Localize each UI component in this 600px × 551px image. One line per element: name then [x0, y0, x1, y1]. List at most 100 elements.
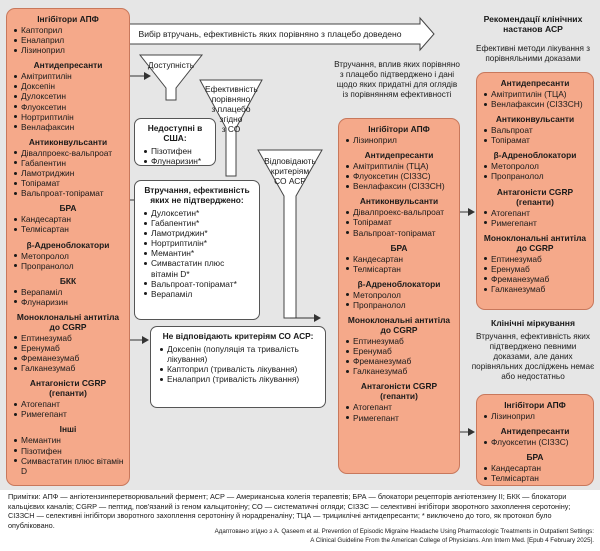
- clinical-title: Клінічні міркування: [490, 318, 576, 328]
- list-item: Еналаприл (тривалість лікування): [157, 374, 319, 384]
- group-title: БРА: [526, 452, 544, 463]
- list-item: Дівалпроекс-вальпроат: [11, 148, 125, 158]
- list-item: Венлафаксин (СІЗЗСН): [343, 181, 455, 191]
- list-item-text: Галканезумаб: [353, 366, 408, 377]
- list-item-text: Топірамат: [353, 217, 392, 228]
- list-item: Габапентин: [11, 158, 125, 168]
- group-title: Інгібітори АПФ: [37, 14, 99, 24]
- list-item: Метопролол: [343, 290, 455, 300]
- list-item: Атогепант: [11, 399, 125, 409]
- list-item-text: Дівалпроекс-вальпроат: [353, 207, 445, 218]
- not-effective-list: Дулоксетин*Габапентин*Ламотриджин*Нортри…: [141, 208, 253, 299]
- list-item-text: Нортриптилін*: [151, 238, 208, 249]
- group-title: Інгібітори АПФ: [504, 400, 566, 410]
- list-item-text: Лізиноприл: [21, 45, 65, 56]
- list-item: Топірамат: [481, 135, 589, 145]
- funnel-label-line: згідно: [219, 114, 243, 124]
- list-item: Римегепант: [343, 413, 455, 423]
- list-item-text: Доксепін (популяція та тривалість лікува…: [167, 344, 299, 365]
- group-list: Флуоксетин (СІЗЗС): [481, 437, 589, 447]
- list-item-text: Римегепант: [491, 217, 537, 228]
- list-item-text: Фреманезумаб: [21, 353, 80, 364]
- list-item: Пізотифен: [141, 146, 209, 156]
- group-title: БРА: [59, 203, 77, 214]
- group-title: Антагоністи CGRP (гепанти): [360, 381, 438, 402]
- funnel-label-line: Ефективність: [205, 84, 258, 94]
- list-item: Метопролол: [11, 251, 125, 261]
- list-item: Ламотриджин*: [141, 228, 253, 238]
- not-effective-title: Втручання, ефективність яких не підтверд…: [144, 185, 250, 205]
- group-list: Лізиноприл: [481, 411, 589, 421]
- group-list: Амітриптилін (ТЦА)Венлафаксин (СІЗЗСН): [481, 89, 589, 109]
- list-item: Римегепант: [11, 409, 125, 419]
- list-item-text: Телмісартан: [21, 224, 69, 235]
- rec-subtitle: Ефективні методи лікування з порівняльни…: [476, 44, 590, 63]
- list-item-text: Ептинезумаб: [353, 336, 404, 347]
- list-item-text: Дулоксетин*: [151, 208, 200, 218]
- list-item: Кандесартан: [343, 254, 455, 264]
- list-item-text: Еналаприл: [21, 35, 65, 46]
- list-item-text: Ептинезумаб: [21, 332, 72, 343]
- list-item: Мемантин: [11, 435, 125, 445]
- list-item: Телмісартан: [343, 264, 455, 274]
- list-item: Галканезумаб: [343, 366, 455, 376]
- group-title: Антагоністи CGRP (гепанти): [29, 378, 107, 399]
- list-item: Дулоксетин*: [141, 208, 253, 218]
- funnel-efficacy: [199, 79, 263, 177]
- group-title: Антиконвульсанти: [28, 136, 108, 147]
- funnel-accessibility: [138, 54, 204, 101]
- list-item-text: Кандесартан: [491, 463, 542, 474]
- list-item: Еренумаб: [343, 346, 455, 356]
- list-item-text: Еренумаб: [353, 346, 392, 357]
- list-item-text: Фреманезумаб: [491, 273, 550, 284]
- list-item-text: Топірамат: [491, 135, 530, 146]
- list-item-text: Верапаміл: [21, 286, 63, 297]
- list-item-text: Вальпроат: [491, 125, 533, 136]
- funnel-accessibility-label: Доступність: [147, 60, 195, 70]
- list-item: Еналаприл: [11, 35, 125, 45]
- group-title: БКК: [59, 275, 77, 286]
- list-item: Ептинезумаб: [343, 336, 455, 346]
- list-item: Атогепант: [481, 208, 589, 218]
- list-item: Мемантин*: [141, 248, 253, 258]
- group-title: Антиконвульсанти: [495, 114, 575, 125]
- list-item-text: Пропранолол: [491, 171, 544, 182]
- funnel-label-line: Відповідають: [264, 156, 316, 166]
- credit-line-2: A Clinical Guideline From the American C…: [310, 536, 594, 544]
- banner-text: Вибір втручань, ефективність яких порівн…: [138, 29, 402, 39]
- list-item-text: Габапентин: [21, 157, 66, 168]
- list-item-text: Атогепант: [353, 402, 392, 413]
- list-item-text: Ламотриджин: [21, 168, 75, 179]
- list-item-text: Кандесартан: [353, 253, 404, 264]
- list-item-text: Пізотифен: [21, 445, 62, 456]
- list-item-text: Пропранолол: [353, 299, 406, 310]
- group-title: Антиконвульсанти: [359, 196, 439, 207]
- list-item: Амітриптилін: [11, 71, 125, 81]
- list-item: Каптоприл: [11, 25, 125, 35]
- list-item: Кандесартан: [481, 463, 589, 473]
- list-item: Флуоксетин (СІЗЗС): [481, 437, 589, 447]
- list-item: Доксепін (популяція та тривалість лікува…: [157, 344, 319, 364]
- list-item: Галканезумаб: [11, 363, 125, 373]
- list-item-text: Венлафаксин (СІЗЗСН): [353, 181, 445, 192]
- list-item: Венлафаксин: [11, 122, 125, 132]
- list-item-text: Фреманезумаб: [353, 356, 412, 367]
- flow-arrows: [117, 16, 475, 436]
- list-item-text: Топірамат: [21, 178, 60, 189]
- list-item-text: Лізиноприл: [491, 411, 535, 421]
- list-item: Римегепант: [481, 218, 589, 228]
- list-item: Лізиноприл: [11, 45, 125, 55]
